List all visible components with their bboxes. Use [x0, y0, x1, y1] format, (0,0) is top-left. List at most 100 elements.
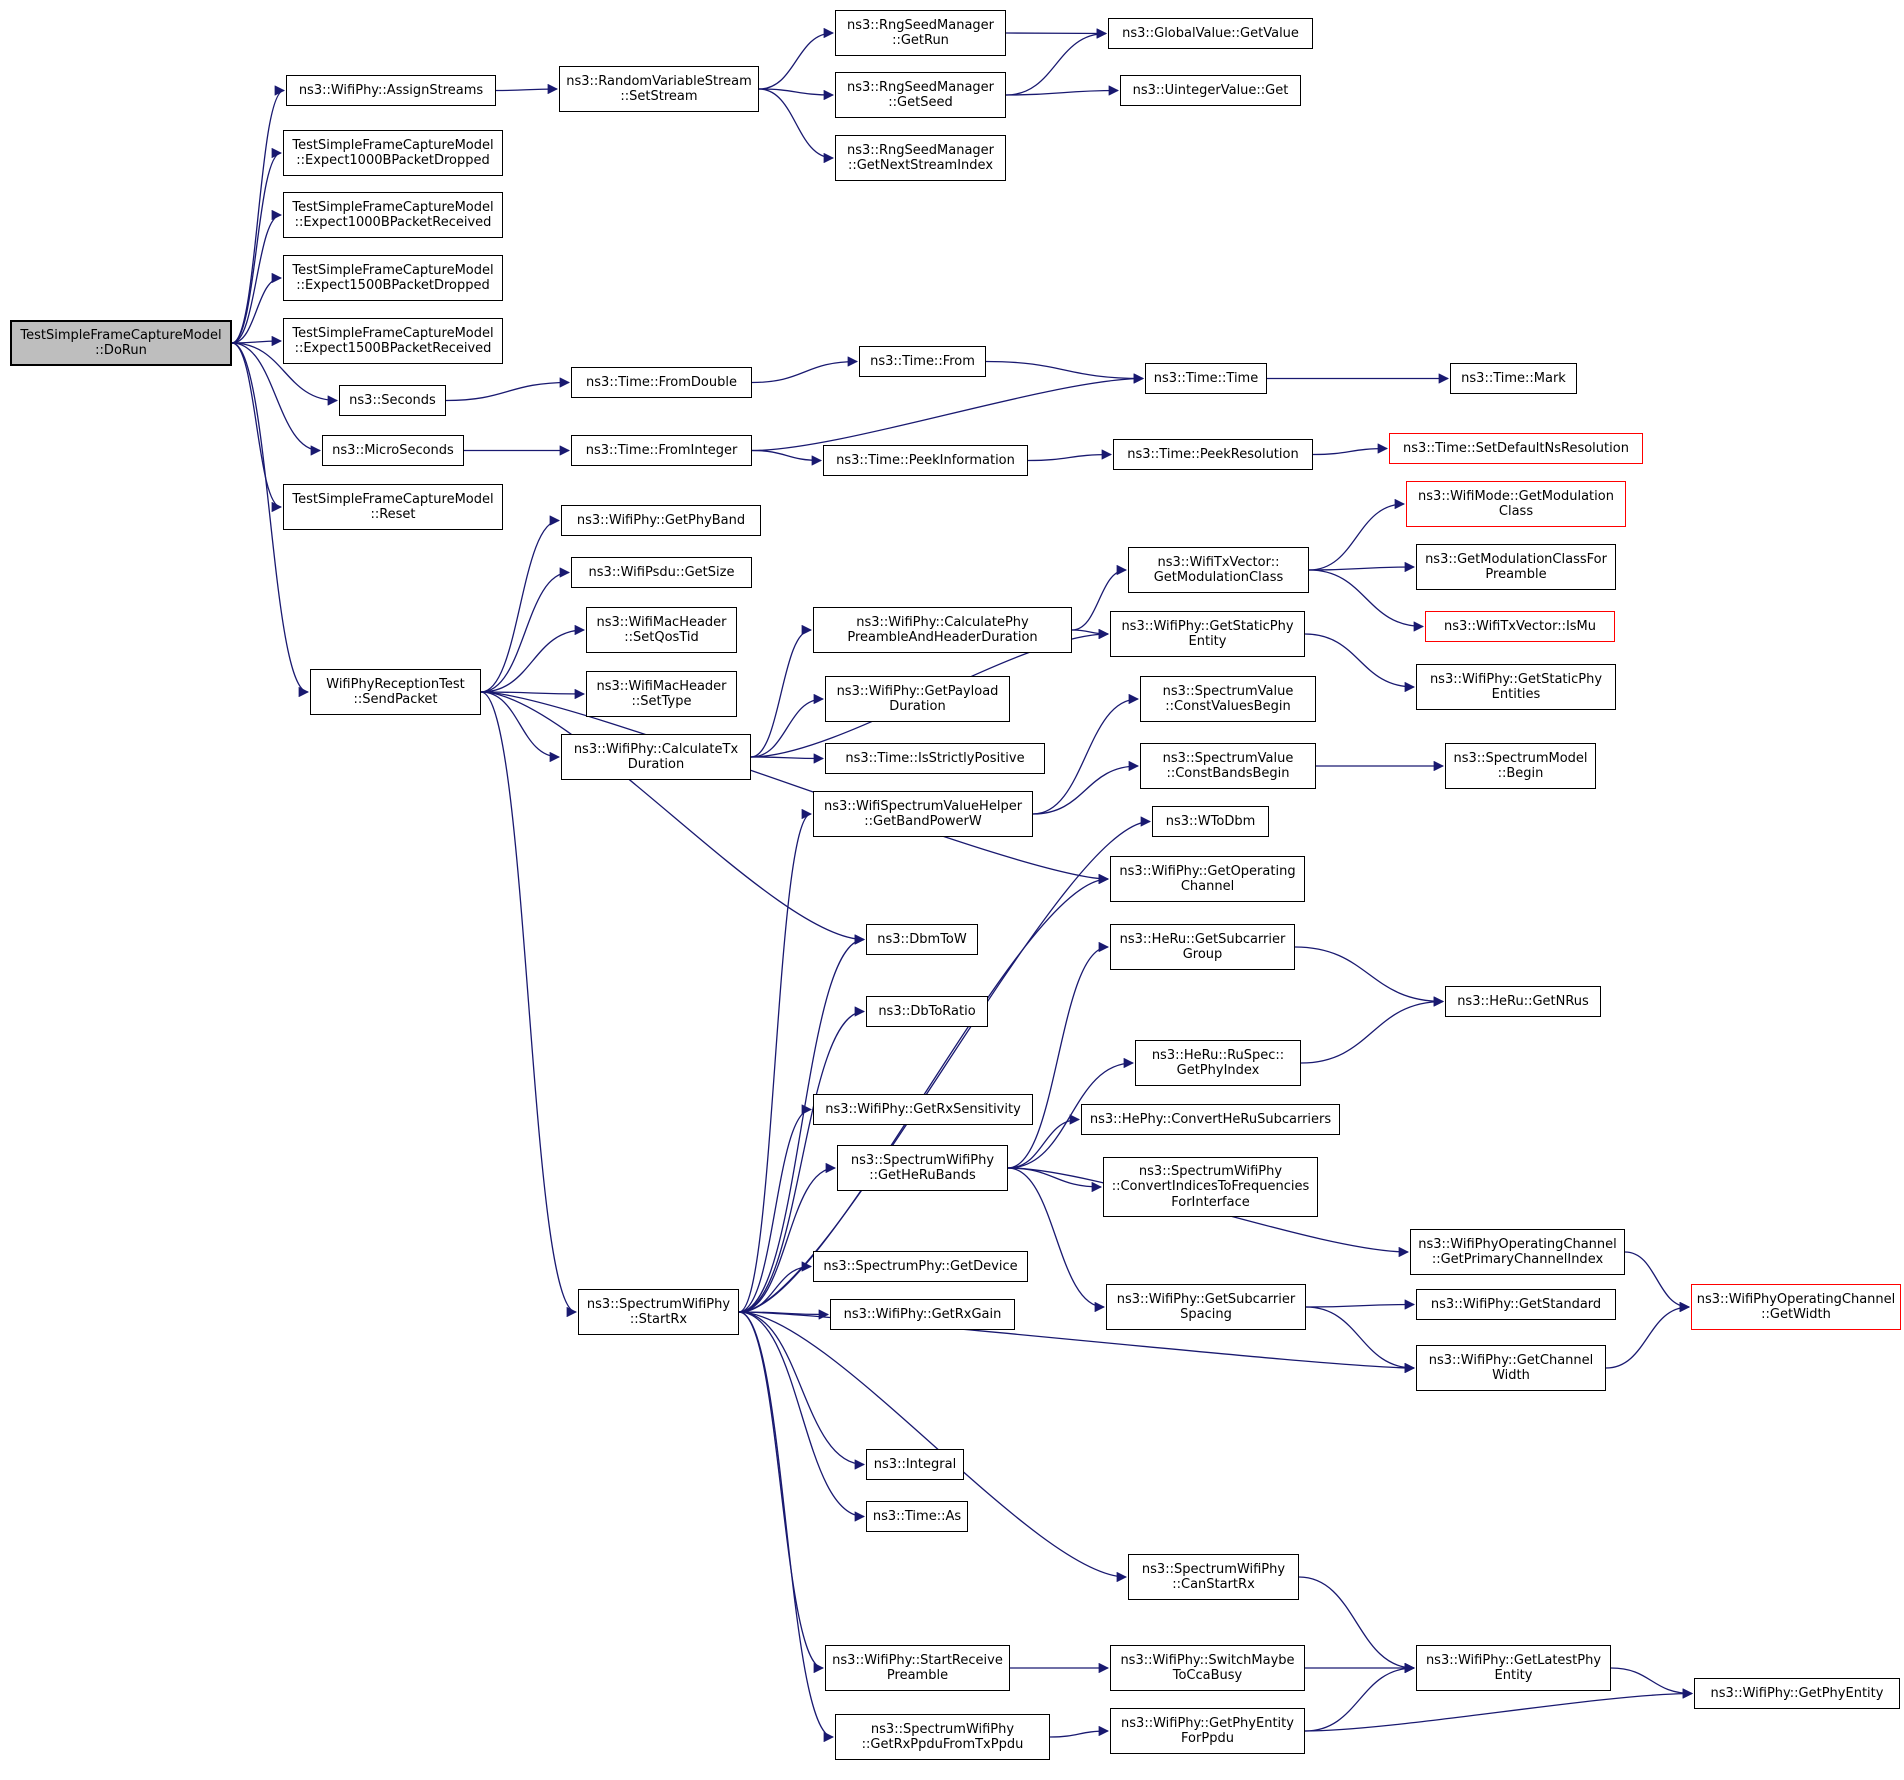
graph-node-dbmToW[interactable]: ns3::DbmToW — [866, 924, 978, 955]
graph-node-canStartRx[interactable]: ns3::SpectrumWifiPhy::CanStartRx — [1128, 1554, 1299, 1600]
graph-node-spectrumGetDevice[interactable]: ns3::SpectrumPhy::GetDevice — [813, 1251, 1028, 1282]
graph-node-label: ::Reset — [370, 507, 416, 522]
call-edge-getHeRuBands-to-getSubcarrierSpacing — [1007, 1167, 1106, 1313]
call-edge-calculateTxDuration-to-calcPreambleHeader — [750, 624, 813, 758]
graph-node-label: ns3::Time::SetDefaultNsResolution — [1403, 440, 1629, 456]
call-edge-sendPacket-to-setType — [480, 688, 586, 700]
call-edge-startRx-to-dbToRatio — [738, 1006, 866, 1313]
graph-node-expect1500dropped[interactable]: TestSimpleFrameCaptureModel::Expect1500B… — [283, 255, 503, 301]
graph-node-label: ns3::RngSeedManager — [846, 79, 995, 95]
graph-node-assignStreams[interactable]: ns3::WifiPhy::AssignStreams — [286, 75, 496, 106]
call-edge-startRx-to-integral — [738, 1311, 866, 1470]
graph-node-getStandard[interactable]: ns3::WifiPhy::GetStandard — [1416, 1289, 1616, 1320]
graph-node-startRx[interactable]: ns3::SpectrumWifiPhy::StartRx — [578, 1289, 739, 1335]
call-edge-calcPreambleHeader-to-txvGetModulationClass — [1071, 564, 1128, 631]
graph-node-constBandsBegin[interactable]: ns3::SpectrumValue::ConstBandsBegin — [1140, 743, 1316, 789]
graph-node-convertIndicesToFreq[interactable]: ns3::SpectrumWifiPhy::ConvertIndicesToFr… — [1103, 1157, 1318, 1217]
call-edge-getRxPpduFromTxPpdu-to-getPhyEntityForPpdu — [1049, 1725, 1110, 1738]
graph-node-isStrictlyPositive[interactable]: ns3::Time::IsStrictlyPositive — [825, 743, 1045, 774]
graph-node-label: ::Begin — [1497, 766, 1544, 781]
graph-node-reset[interactable]: TestSimpleFrameCaptureModel::Reset — [283, 484, 503, 530]
graph-node-getBandPowerW[interactable]: ns3::WifiSpectrumValueHelper::GetBandPow… — [813, 791, 1033, 837]
graph-node-getPrimaryChannelIndex[interactable]: ns3::WifiPhyOperatingChannel::GetPrimary… — [1410, 1229, 1625, 1275]
graph-node-uintegerGet[interactable]: ns3::UintegerValue::Get — [1120, 75, 1301, 106]
graph-node-rngGetNextStreamIndex[interactable]: ns3::RngSeedManager::GetNextStreamIndex — [835, 135, 1006, 181]
graph-node-getRxGain[interactable]: ns3::WifiPhy::GetRxGain — [830, 1299, 1015, 1330]
call-edge-sendPacket-to-startRx — [480, 691, 578, 1318]
graph-node-label: ns3::RandomVariableStream — [566, 73, 752, 89]
graph-node-fromDouble[interactable]: ns3::Time::FromDouble — [571, 367, 752, 398]
graph-node-label: ::ConvertIndicesToFrequencies — [1111, 1179, 1310, 1195]
graph-node-isMu[interactable]: ns3::WifiTxVector::IsMu — [1425, 611, 1615, 642]
graph-node-label: ns3::HeRu::RuSpec:: — [1151, 1047, 1285, 1063]
graph-node-spectrumModelBegin[interactable]: ns3::SpectrumModel::Begin — [1445, 743, 1596, 789]
graph-node-setDefaultNsResolution[interactable]: ns3::Time::SetDefaultNsResolution — [1389, 433, 1643, 464]
graph-node-rngGetSeed[interactable]: ns3::RngSeedManager::GetSeed — [835, 72, 1006, 118]
graph-node-getPhyBand[interactable]: ns3::WifiPhy::GetPhyBand — [561, 505, 761, 536]
graph-node-expect1500received[interactable]: TestSimpleFrameCaptureModel::Expect1500B… — [283, 318, 503, 364]
call-edge-doRun-to-sendPacket — [231, 342, 310, 698]
graph-node-convertHeRuSubcarriers[interactable]: ns3::HePhy::ConvertHeRuSubcarriers — [1081, 1104, 1340, 1135]
call-edge-getLatestPhyEntity-to-wifiGetPhyEntity — [1610, 1667, 1694, 1699]
graph-node-opChGetWidth[interactable]: ns3::WifiPhyOperatingChannel::GetWidth — [1691, 1284, 1901, 1330]
graph-node-timeTime[interactable]: ns3::Time::Time — [1145, 363, 1267, 394]
graph-node-microSeconds[interactable]: ns3::MicroSeconds — [322, 435, 464, 466]
graph-node-setStream[interactable]: ns3::RandomVariableStream::SetStream — [559, 66, 759, 112]
graph-node-seconds[interactable]: ns3::Seconds — [339, 385, 446, 416]
graph-node-getRxSensitivity[interactable]: ns3::WifiPhy::GetRxSensitivity — [813, 1094, 1033, 1125]
graph-node-getNRus[interactable]: ns3::HeRu::GetNRus — [1445, 986, 1601, 1017]
graph-node-psduGetSize[interactable]: ns3::WifiPsdu::GetSize — [571, 557, 752, 588]
graph-node-label: ns3::WifiPhy::GetRxGain — [843, 1306, 1002, 1322]
graph-node-timeMark[interactable]: ns3::Time::Mark — [1450, 363, 1577, 394]
graph-node-wToDbm[interactable]: ns3::WToDbm — [1152, 806, 1269, 837]
graph-node-peekInformation[interactable]: ns3::Time::PeekInformation — [823, 445, 1028, 476]
call-edge-calculateTxDuration-to-isStrictlyPositive — [750, 753, 825, 764]
graph-node-txvGetModulationClass[interactable]: ns3::WifiTxVector::GetModulationClass — [1128, 547, 1309, 593]
graph-node-label: ns3::WifiTxVector::IsMu — [1443, 618, 1597, 634]
graph-node-expect1000received[interactable]: TestSimpleFrameCaptureModel::Expect1000B… — [283, 192, 503, 238]
graph-node-expect1000dropped[interactable]: TestSimpleFrameCaptureModel::Expect1000B… — [283, 130, 503, 176]
graph-node-integral[interactable]: ns3::Integral — [866, 1449, 964, 1480]
graph-node-constValuesBegin[interactable]: ns3::SpectrumValue::ConstValuesBegin — [1140, 676, 1316, 722]
graph-node-fromInteger[interactable]: ns3::Time::FromInteger — [571, 435, 752, 466]
call-edge-fromDouble-to-timeFrom — [751, 356, 859, 384]
call-edge-doRun-to-assignStreams — [231, 85, 286, 344]
graph-node-label: Entity — [1494, 1668, 1533, 1683]
graph-node-peekResolution[interactable]: ns3::Time::PeekResolution — [1113, 439, 1313, 470]
graph-node-globalGetValue[interactable]: ns3::GlobalValue::GetValue — [1108, 18, 1313, 49]
graph-node-timeFrom[interactable]: ns3::Time::From — [859, 346, 986, 377]
graph-node-label: WifiPhyReceptionTest — [326, 676, 465, 692]
graph-node-getRxPpduFromTxPpdu[interactable]: ns3::SpectrumWifiPhy::GetRxPpduFromTxPpd… — [835, 1714, 1050, 1760]
graph-node-label: ns3::WifiPhy::AssignStreams — [298, 82, 484, 98]
graph-node-rngGetRun[interactable]: ns3::RngSeedManager::GetRun — [835, 10, 1006, 56]
graph-node-ruGetPhyIndex[interactable]: ns3::HeRu::RuSpec::GetPhyIndex — [1135, 1040, 1301, 1086]
graph-node-wifiGetPhyEntity[interactable]: ns3::WifiPhy::GetPhyEntity — [1694, 1678, 1900, 1709]
call-edge-txvGetModulationClass-to-isMu — [1308, 569, 1425, 632]
graph-node-getHeRuBands[interactable]: ns3::SpectrumWifiPhy::GetHeRuBands — [837, 1145, 1008, 1191]
graph-node-timeAs[interactable]: ns3::Time::As — [866, 1501, 968, 1532]
graph-node-dbToRatio[interactable]: ns3::DbToRatio — [866, 996, 988, 1027]
graph-node-sendPacket[interactable]: WifiPhyReceptionTest::SendPacket — [310, 669, 481, 715]
call-edge-getBandPowerW-to-constValuesBegin — [1032, 693, 1140, 815]
graph-node-setType[interactable]: ns3::WifiMacHeader::SetType — [586, 671, 737, 717]
graph-node-label: Spacing — [1180, 1307, 1232, 1322]
call-edge-setStream-to-rngGetRun — [758, 27, 835, 90]
graph-node-label: ns3::SpectrumWifiPhy — [1141, 1561, 1286, 1577]
call-edge-startRx-to-getChannelWidth — [738, 1311, 1416, 1374]
graph-node-setQosTid[interactable]: ns3::WifiMacHeader::SetQosTid — [586, 607, 737, 653]
